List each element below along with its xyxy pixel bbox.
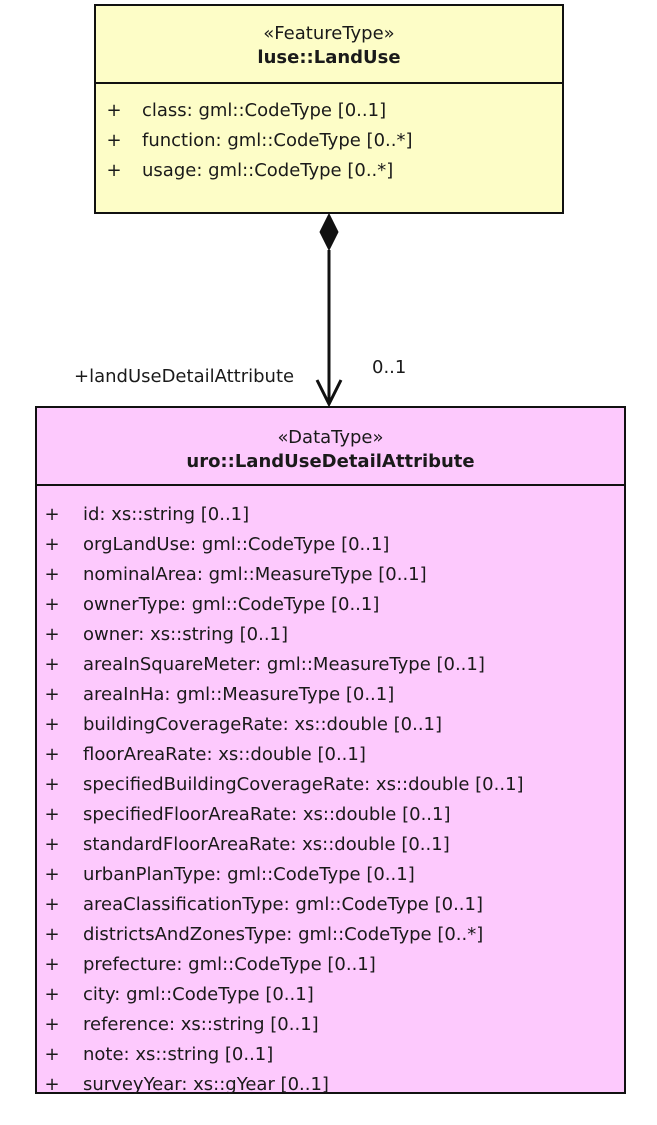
attribute-row: + city: gml::CodeType [0..1] [37, 980, 624, 1010]
association-multiplicity-label: 0..1 [372, 357, 407, 378]
landuse-attribute-list: +class: gml::CodeType [0..1]+function: g… [96, 84, 562, 186]
visibility-marker: + [44, 1074, 60, 1095]
visibility-marker: + [44, 804, 60, 825]
detail-class-header: «DataType» uro::LandUseDetailAttribute [37, 408, 624, 486]
attribute-text: orgLandUse: gml::CodeType [0..1] [83, 534, 390, 555]
visibility-marker: + [44, 714, 60, 735]
attribute-text: specifiedFloorAreaRate: xs::double [0..1… [83, 804, 451, 825]
attribute-row: + owner: xs::string [0..1] [37, 620, 624, 650]
attribute-row: + id: xs::string [0..1] [37, 500, 624, 530]
attribute-text: nominalArea: gml::MeasureType [0..1] [83, 564, 427, 585]
attribute-row: + districtsAndZonesType: gml::CodeType [0… [37, 920, 624, 950]
visibility-marker: + [44, 684, 60, 705]
attribute-row: + urbanPlanType: gml::CodeType [0..1] [37, 860, 624, 890]
attribute-text: areaInHa: gml::MeasureType [0..1] [83, 684, 395, 705]
visibility-marker: + [44, 624, 60, 645]
attribute-text: usage: gml::CodeType [0..*] [142, 160, 394, 181]
visibility-marker: + [44, 864, 60, 885]
visibility-marker: + [44, 744, 60, 765]
visibility-marker: + [44, 834, 60, 855]
visibility-marker: + [44, 504, 60, 525]
detail-attribute-class-box[interactable]: «DataType» uro::LandUseDetailAttribute +… [35, 406, 626, 1095]
attribute-text: areaInSquareMeter: gml::MeasureType [0..… [83, 654, 485, 675]
visibility-marker: + [44, 954, 60, 975]
attribute-text: ownerType: gml::CodeType [0..1] [83, 594, 380, 615]
landuse-stereotype: «FeatureType» [263, 23, 395, 44]
attribute-row: + specifiedFloorAreaRate: xs::double [0..… [37, 800, 624, 830]
association-role-label: +landUseDetailAttribute [74, 366, 295, 387]
attribute-row: + surveyYear: xs::gYear [0..1] [37, 1070, 624, 1100]
attribute-row: + ownerType: gml::CodeType [0..1] [37, 590, 624, 620]
visibility-marker: + [44, 774, 60, 795]
attribute-text: floorAreaRate: xs::double [0..1] [83, 744, 366, 765]
detail-class-name: uro::LandUseDetailAttribute [186, 451, 475, 472]
visibility-marker: + [44, 924, 60, 945]
attribute-text: class: gml::CodeType [0..1] [142, 100, 387, 121]
visibility-marker: + [44, 894, 60, 915]
attribute-row: + areaInHa: gml::MeasureType [0..1] [37, 680, 624, 710]
attribute-row: + reference: xs::string [0..1] [37, 1010, 624, 1040]
attribute-text: note: xs::string [0..1] [83, 1044, 274, 1065]
attribute-text: specifiedBuildingCoverageRate: xs::doubl… [83, 774, 524, 795]
attribute-row: + floorAreaRate: xs::double [0..1] [37, 740, 624, 770]
attribute-row: + class: gml::CodeType [0..1] [96, 96, 562, 126]
composition-diamond-icon[interactable] [319, 212, 339, 252]
visibility-marker: + [44, 984, 60, 1005]
landuse-class-name: luse::LandUse [257, 47, 401, 68]
attribute-row: + prefecture: gml::CodeType [0..1] [37, 950, 624, 980]
visibility-marker: + [106, 130, 122, 151]
attribute-text: city: gml::CodeType [0..1] [83, 984, 314, 1005]
landuse-class-header: «FeatureType» luse::LandUse [96, 6, 562, 84]
visibility-marker: + [44, 564, 60, 585]
attribute-row: + function: gml::CodeType [0..*] [96, 126, 562, 156]
attribute-row: + note: xs::string [0..1] [37, 1040, 624, 1070]
visibility-marker: + [106, 160, 122, 181]
attribute-text: standardFloorAreaRate: xs::double [0..1] [83, 834, 450, 855]
visibility-marker: + [44, 594, 60, 615]
visibility-marker: + [44, 1014, 60, 1035]
detail-attribute-list: +id: xs::string [0..1]+orgLandUse: gml::… [37, 486, 624, 1100]
attribute-text: reference: xs::string [0..1] [83, 1014, 319, 1035]
attribute-row: + areaInSquareMeter: gml::MeasureType [0.… [37, 650, 624, 680]
visibility-marker: + [44, 654, 60, 675]
visibility-marker: + [44, 1044, 60, 1065]
attribute-text: owner: xs::string [0..1] [83, 624, 289, 645]
attribute-text: districtsAndZonesType: gml::CodeType [0.… [83, 924, 484, 945]
attribute-text: urbanPlanType: gml::CodeType [0..1] [83, 864, 415, 885]
attribute-row: + usage: gml::CodeType [0..*] [96, 156, 562, 186]
attribute-text: surveyYear: xs::gYear [0..1] [83, 1074, 329, 1095]
attribute-text: id: xs::string [0..1] [83, 504, 250, 525]
detail-stereotype: «DataType» [277, 427, 384, 448]
attribute-text: areaClassificationType: gml::CodeType [0… [83, 894, 483, 915]
navigability-arrow-icon [315, 379, 343, 408]
attribute-row: + areaClassificationType: gml::CodeType [… [37, 890, 624, 920]
attribute-text: function: gml::CodeType [0..*] [142, 130, 413, 151]
attribute-row: + orgLandUse: gml::CodeType [0..1] [37, 530, 624, 560]
attribute-text: buildingCoverageRate: xs::double [0..1] [83, 714, 443, 735]
attribute-row: + standardFloorAreaRate: xs::double [0..1… [37, 830, 624, 860]
landuse-class-box[interactable]: «FeatureType» luse::LandUse + class: gml:… [94, 4, 564, 214]
visibility-marker: + [106, 100, 122, 121]
attribute-text: prefecture: gml::CodeType [0..1] [83, 954, 376, 975]
attribute-row: + buildingCoverageRate: xs::double [0..1] [37, 710, 624, 740]
visibility-marker: + [44, 534, 60, 555]
attribute-row: + nominalArea: gml::MeasureType [0..1] [37, 560, 624, 590]
attribute-row: + specifiedBuildingCoverageRate: xs::doub… [37, 770, 624, 800]
